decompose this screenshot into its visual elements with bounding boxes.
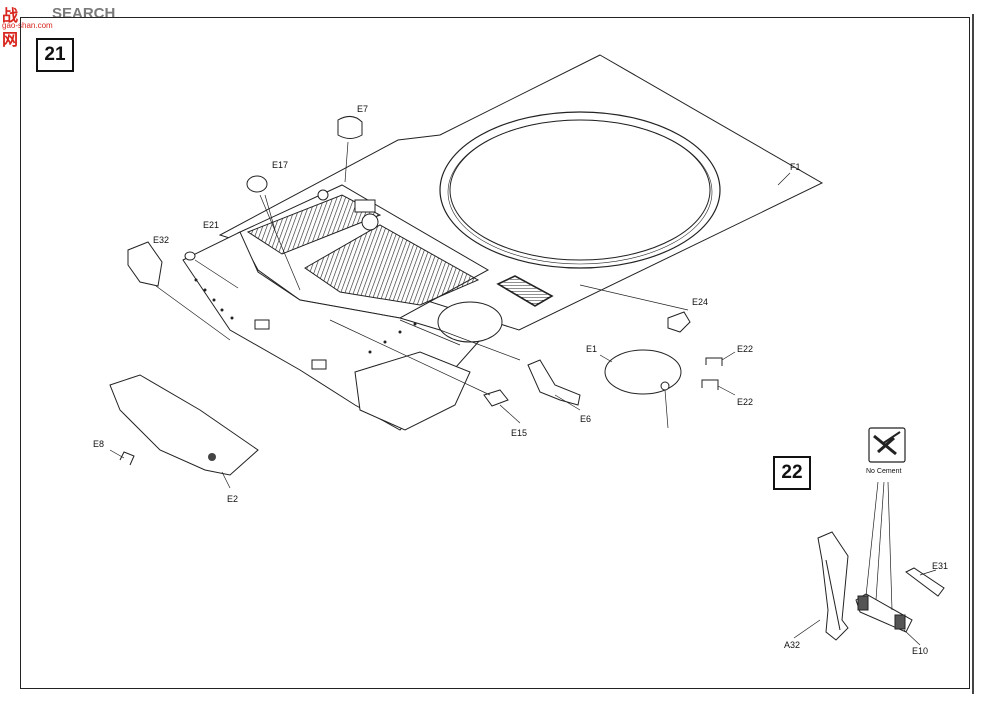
part-e17 bbox=[246, 175, 268, 193]
label-e22-bottom: E22 bbox=[737, 397, 753, 407]
label-e10: E10 bbox=[912, 646, 928, 656]
label-e32: E32 bbox=[153, 235, 169, 245]
part-e31 bbox=[905, 567, 945, 597]
step-number-22: 22 bbox=[773, 456, 811, 490]
part-e10 bbox=[855, 593, 913, 633]
part-e24 bbox=[667, 311, 691, 333]
no-cement-icon bbox=[868, 427, 906, 463]
part-e1 bbox=[604, 349, 682, 395]
no-cement-label: No Cement bbox=[866, 468, 901, 475]
rear-hull-plate bbox=[109, 231, 503, 476]
label-e17: E17 bbox=[272, 160, 288, 170]
rivets bbox=[194, 278, 417, 461]
label-e1: E1 bbox=[586, 344, 597, 354]
engine-deck bbox=[237, 184, 554, 319]
frame-edge bbox=[972, 14, 974, 694]
part-a32 bbox=[817, 531, 849, 641]
part-e8 bbox=[119, 451, 135, 466]
label-a32: A32 bbox=[784, 640, 800, 650]
part-e7 bbox=[337, 116, 363, 139]
label-e21: E21 bbox=[203, 220, 219, 230]
part-e22 bbox=[701, 357, 723, 390]
label-e22-top: E22 bbox=[737, 344, 753, 354]
instruction-frame bbox=[20, 17, 970, 689]
label-e2: E2 bbox=[227, 494, 238, 504]
label-e6: E6 bbox=[580, 414, 591, 424]
watermark-logo: 战网 bbox=[2, 8, 19, 49]
label-f1: F1 bbox=[790, 162, 801, 172]
label-e8: E8 bbox=[93, 439, 104, 449]
part-e32 bbox=[127, 241, 163, 287]
watermark-url: gao-shan.com bbox=[2, 21, 53, 30]
part-e21 bbox=[184, 251, 196, 261]
step-number-21: 21 bbox=[36, 38, 74, 72]
label-e7: E7 bbox=[357, 104, 368, 114]
label-e31: E31 bbox=[932, 561, 948, 571]
label-e24: E24 bbox=[692, 297, 708, 307]
part-labels: E7 E17 E21 E32 F1 E24 E1 E22 E22 E6 E15 … bbox=[93, 104, 948, 656]
leader-lines bbox=[109, 141, 791, 489]
label-e15: E15 bbox=[511, 428, 527, 438]
step22-leaders bbox=[793, 481, 937, 646]
part-e6 bbox=[527, 359, 581, 406]
part-e15 bbox=[483, 389, 509, 407]
